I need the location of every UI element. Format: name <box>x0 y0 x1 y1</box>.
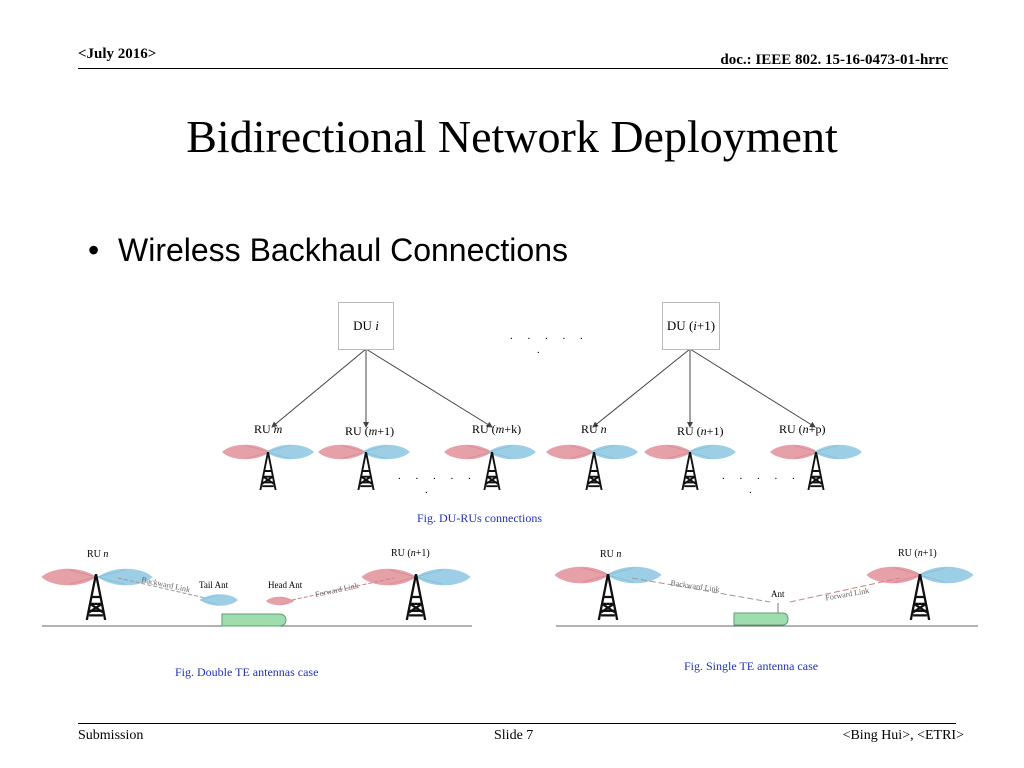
double-te-diagram: Backward Link Forward Link <box>41 568 472 627</box>
ru-label-3: RU (m+k) <box>472 422 522 436</box>
footer-author: <Bing Hui>, <ETRI> <box>842 728 964 743</box>
du-i-name: DU <box>353 318 372 333</box>
backward-link-line-right <box>631 577 771 603</box>
footer-submission: Submission <box>78 728 144 743</box>
backward-link-line-left <box>117 577 215 601</box>
du-i1-index: i <box>693 318 697 333</box>
single-te-diagram: Backward Link Forward Link <box>554 566 978 627</box>
ru-label-1: RU m <box>254 422 283 436</box>
caption-single-te: Fig. Single TE antenna case <box>684 659 819 673</box>
backward-link-label-right: Backward Link <box>670 578 720 594</box>
footer-rule <box>78 723 956 724</box>
header-rule <box>78 68 948 69</box>
du-i1-suffix: +1) <box>696 318 716 333</box>
ru-tower-2 <box>318 444 410 490</box>
du-i-index: i <box>375 318 379 333</box>
single-ru-n1-label: RU (n+1) <box>898 548 937 559</box>
du-i-box: DU i <box>338 302 394 350</box>
double-ru-n-label: RU n <box>87 549 109 560</box>
ru-tower-4 <box>546 444 638 490</box>
ru-ellipsis-left-tail: . <box>425 484 434 496</box>
ru-label-4: RU n <box>581 422 607 436</box>
ru-label-5: RU (n+1) <box>677 424 724 438</box>
du-i1-links <box>592 348 816 428</box>
du-i1-box: DU (i+1) <box>662 302 720 350</box>
caption-double-te: Fig. Double TE antennas case <box>175 665 319 679</box>
du-i-links <box>271 348 493 428</box>
ru-ellipsis-left: . . . . . <box>398 470 477 482</box>
ru-tower-6 <box>770 444 862 490</box>
header-doc-id: doc.: IEEE 802. 15-16-0473-01-hrrc <box>720 52 948 68</box>
forward-link-line-right <box>789 577 901 603</box>
double-ru-n1-label: RU (n+1) <box>391 548 430 559</box>
header-date: <July 2016> <box>78 46 157 62</box>
slide-title: Bidirectional Network Deployment <box>186 111 838 162</box>
forward-link-label-right: Forward Link <box>825 586 870 603</box>
ru-label-2: RU (m+1) <box>345 424 395 438</box>
ru-ellipsis-right: . . . . . <box>722 470 801 482</box>
single-ant-label: Ant <box>771 589 785 599</box>
tower-ru-n-right <box>597 574 619 620</box>
bullet-item: • Wireless Backhaul Connections <box>88 232 568 269</box>
head-ant-label: Head Ant <box>268 580 303 590</box>
tower-ru-n1-right <box>909 574 931 620</box>
train-body-left <box>221 613 287 627</box>
train-body-right <box>733 612 789 626</box>
ru-label-6: RU (n+p) <box>779 422 826 436</box>
ru-tower-3 <box>444 444 536 490</box>
du-ellipsis: . . . . . <box>510 330 589 342</box>
ru-ellipsis-right-tail: . <box>749 484 758 496</box>
bullet-text: Wireless Backhaul Connections <box>118 232 568 268</box>
du-i1-name: DU ( <box>666 318 694 333</box>
single-ru-n-label: RU n <box>600 549 622 560</box>
ru-tower-5 <box>644 444 736 490</box>
du-ellipsis-tail: . <box>537 344 546 356</box>
footer-slide-number: Slide 7 <box>494 728 534 743</box>
forward-link-label-left: Forward Link <box>314 581 359 599</box>
forward-link-line-left <box>291 577 395 601</box>
bullet-dot: • <box>88 232 100 268</box>
backward-link-label-left: Backward Link <box>141 575 191 594</box>
caption-du-rus: Fig. DU-RUs connections <box>417 511 542 525</box>
tail-ant-label: Tail Ant <box>199 580 229 590</box>
ru-tower-1 <box>222 444 314 490</box>
